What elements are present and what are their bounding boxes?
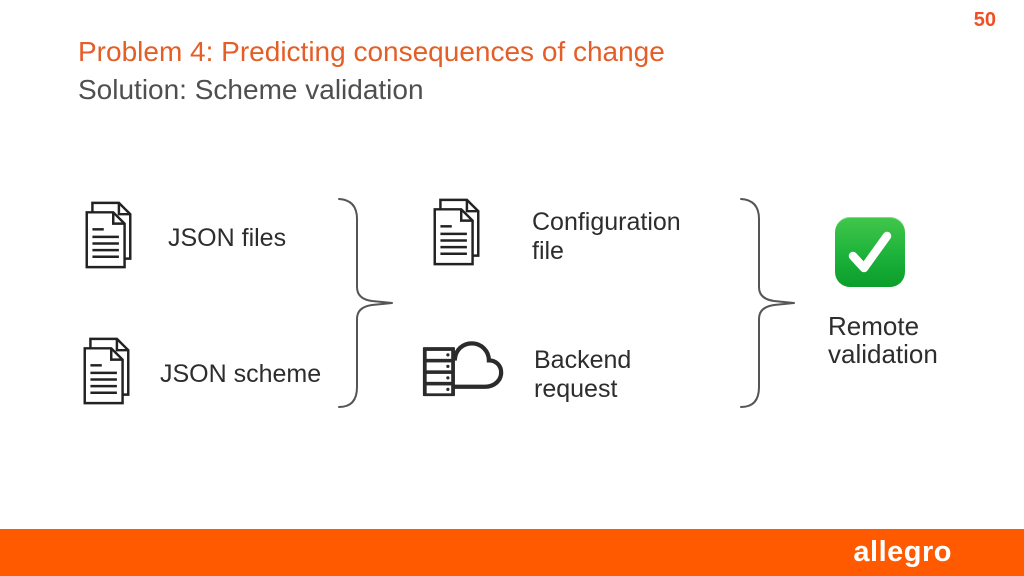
- server-cloud-icon: [420, 333, 505, 399]
- remote-validation-label: Remote validation: [828, 311, 938, 369]
- footer-bar: allegro: [0, 529, 1024, 576]
- configuration-file-label: Configuration file: [532, 208, 681, 265]
- documents-icon: [80, 200, 137, 270]
- slide-number: 50: [973, 9, 996, 31]
- right-curly-brace: [738, 197, 796, 409]
- documents-icon: [428, 197, 485, 267]
- json-scheme-label: JSON scheme: [160, 360, 322, 388]
- documents-icon: [78, 336, 135, 406]
- slide-title: Problem 4: Predicting consequences of ch…: [78, 36, 665, 67]
- backend-request-label: Backend request: [534, 346, 632, 403]
- slide-subtitle: Solution: Scheme validation: [78, 74, 424, 105]
- allegro-logo: allegro: [853, 536, 952, 568]
- json-files-label: JSON files: [168, 224, 287, 252]
- left-curly-brace: [336, 197, 394, 409]
- green-check-icon: [835, 217, 905, 287]
